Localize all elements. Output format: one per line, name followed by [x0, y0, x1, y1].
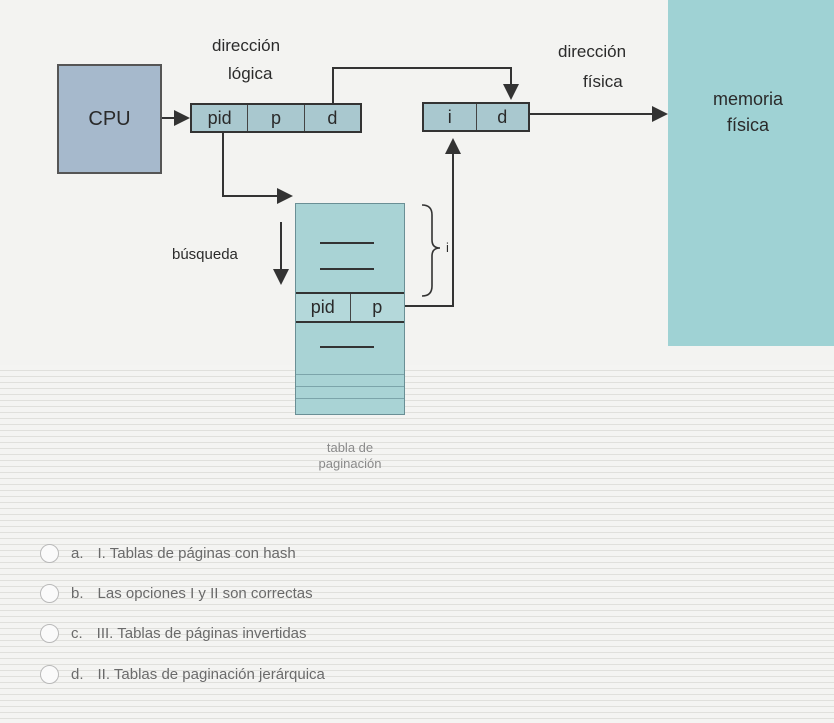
inverted-page-table-diagram: memoria física CPU dirección lógica dire…: [57, 0, 834, 471]
table-row-line: [296, 398, 404, 399]
option-b-text: Las opciones I y II son correctas: [97, 585, 313, 602]
option-a-radio[interactable]: [40, 544, 59, 563]
option-d[interactable]: d. II. Tablas de paginación jerárquica: [40, 665, 325, 684]
index-to-physical-arrow: [405, 138, 461, 307]
search-label: búsqueda: [172, 246, 238, 263]
table-entry-dash: [320, 268, 374, 270]
option-c-radio[interactable]: [40, 624, 59, 643]
option-d-letter: d.: [71, 666, 84, 683]
cpu-label: CPU: [88, 107, 131, 130]
logical-address-label-line1: dirección: [212, 36, 281, 55]
physical-address-label-line1: dirección: [558, 42, 627, 61]
brace-index-label: i: [446, 240, 449, 255]
table-p-field: p: [372, 297, 383, 317]
physical-address-box: i d: [422, 102, 530, 132]
option-b[interactable]: b. Las opciones I y II son correctas: [40, 584, 313, 603]
page-table: pid p: [295, 203, 405, 415]
table-caption: tabla de paginación: [318, 440, 382, 471]
option-d-text: II. Tablas de paginación jerárquica: [97, 666, 325, 683]
background-lines: [0, 365, 834, 723]
table-pid-field: pid: [296, 294, 351, 321]
option-b-letter: b.: [71, 585, 84, 602]
option-c-text: III. Tablas de páginas invertidas: [96, 625, 307, 642]
physical-memory-block: memoria física: [668, 0, 834, 346]
option-a[interactable]: a. I. Tablas de páginas con hash: [40, 544, 296, 563]
logical-address-box: pid p d: [190, 103, 362, 133]
physical-memory-label: memoria física: [713, 89, 784, 135]
option-b-radio[interactable]: [40, 584, 59, 603]
table-match-row: pid p: [296, 292, 404, 323]
logical-d-field: d: [327, 107, 338, 128]
option-c[interactable]: c. III. Tablas de páginas invertidas: [40, 624, 307, 643]
physical-d-field: d: [497, 106, 508, 127]
pid-to-table-arrow: [222, 133, 293, 204]
logical-address-label-line2: lógica: [228, 64, 273, 83]
index-brace: [421, 204, 441, 297]
option-a-letter: a.: [71, 545, 84, 562]
table-row-line: [296, 374, 404, 375]
offset-d-arrow: [332, 67, 519, 103]
cpu-box: CPU: [57, 64, 162, 174]
table-entry-dash: [320, 346, 374, 348]
physical-i-field: i: [424, 104, 477, 130]
logical-p-field: p: [248, 105, 305, 131]
logical-pid-field: pid: [192, 105, 249, 131]
physical-address-label-line2: física: [583, 72, 623, 91]
option-d-radio[interactable]: [40, 665, 59, 684]
diagram-connectors: [162, 67, 668, 307]
option-a-text: I. Tablas de páginas con hash: [97, 545, 296, 562]
option-c-letter: c.: [71, 625, 83, 642]
table-row-line: [296, 386, 404, 387]
table-entry-dash: [320, 242, 374, 244]
